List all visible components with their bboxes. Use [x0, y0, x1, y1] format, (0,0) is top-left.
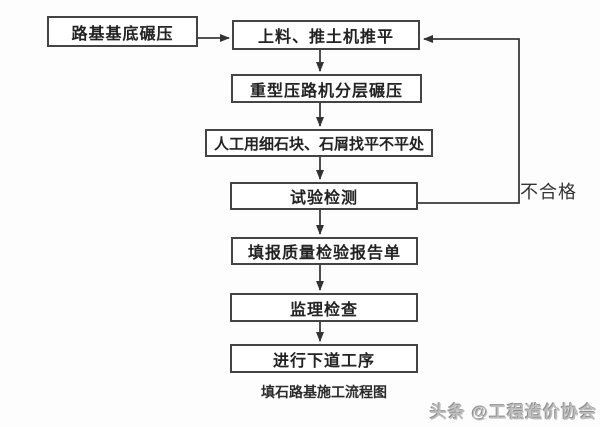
diagram-caption: 填石路基施工流程图 [261, 384, 387, 400]
node-label: 填报质量检验报告单 [247, 245, 401, 262]
fail-edge-label: 不合格 [520, 182, 577, 202]
watermark-text: 头条 @工程造价协会 [430, 403, 598, 422]
node-roadbed-base-rolling: 路基基底碾压 [47, 16, 198, 47]
node-label: 重型压路机分层碾压 [249, 82, 403, 100]
node-manual-leveling: 人工用细石块、石屑找平不平处 [205, 129, 433, 157]
node-heavy-roller-layered-rolling: 重型压路机分层碾压 [231, 74, 422, 103]
node-next-process: 进行下道工序 [230, 344, 418, 373]
node-label: 试验检测 [289, 190, 358, 207]
node-label: 人工用细石块、石屑找平不平处 [213, 135, 424, 153]
node-quality-inspection-report: 填报质量检验报告单 [231, 237, 418, 265]
node-feeding-bulldozer-leveling: 上料、推土机推平 [232, 20, 420, 50]
edge-fail-loop [418, 35, 520, 204]
node-test-inspection: 试验检测 [230, 182, 418, 210]
node-label: 上料、推土机推平 [257, 29, 394, 46]
node-label: 路基基底碾压 [71, 25, 174, 43]
node-supervision-check: 监理检查 [230, 293, 418, 322]
node-label: 监理检查 [289, 301, 358, 319]
node-label: 进行下道工序 [272, 352, 375, 370]
